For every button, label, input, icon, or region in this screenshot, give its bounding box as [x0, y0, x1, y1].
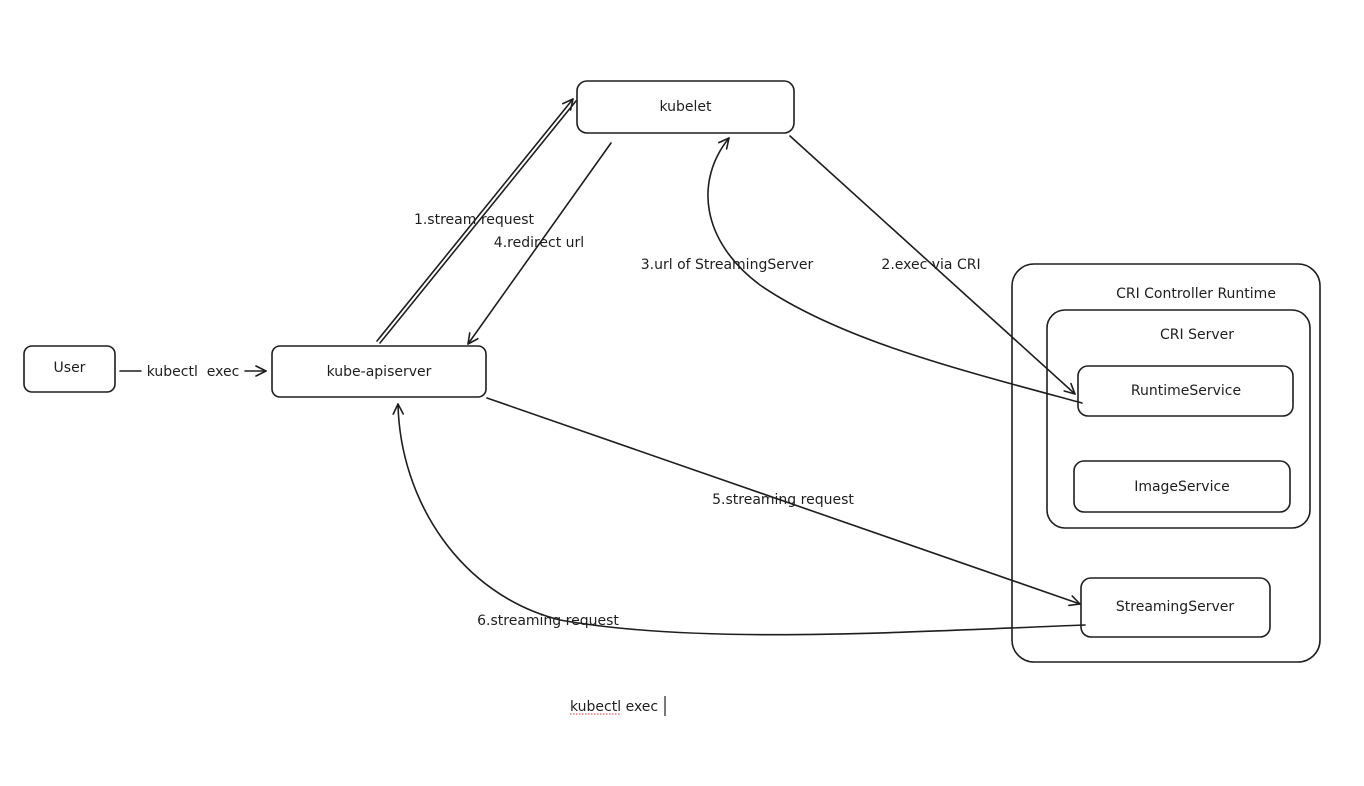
streaming-server-node[interactable] — [1080, 577, 1271, 638]
url-of-streaming-server-label: 3.url of StreamingServer — [641, 257, 814, 273]
streaming-request-5-edge[interactable] — [486, 397, 1081, 607]
redirect-url-label: 4.redirect url — [494, 235, 584, 251]
streaming-request-6-label: 6.streaming request — [477, 613, 619, 629]
streaming-request-6-edge[interactable] — [392, 403, 1086, 636]
kube-apiserver-label: kube-apiserver — [327, 364, 432, 380]
kubelet-label: kubelet — [659, 99, 712, 115]
image-service-node[interactable] — [1073, 460, 1291, 513]
kubectl-exec-label: kubectl exec — [147, 364, 240, 380]
cri-server-container[interactable] — [1046, 309, 1311, 529]
kube-apiserver-node[interactable] — [271, 345, 487, 398]
image-service-label: ImageService — [1134, 479, 1230, 495]
url-of-streaming-server-edge[interactable] — [707, 137, 1083, 404]
exec-via-cri-edge[interactable] — [789, 135, 1076, 395]
cri-controller-runtime-container[interactable] — [1011, 263, 1321, 663]
user-node[interactable] — [23, 345, 116, 393]
editing-text-input[interactable]: kubectl exec — [570, 699, 658, 715]
cri-controller-runtime-label: CRI Controller Runtime — [1116, 286, 1276, 302]
runtime-service-node[interactable] — [1077, 365, 1294, 417]
streaming-request-5-label: 5.streaming request — [712, 492, 854, 508]
stream-request-edge[interactable] — [376, 98, 574, 342]
redirect-url-edge[interactable] — [467, 142, 612, 345]
streaming-server-label: StreamingServer — [1116, 599, 1234, 615]
kubelet-node[interactable] — [576, 80, 795, 134]
runtime-service-label: RuntimeService — [1131, 383, 1241, 399]
exec-via-cri-label: 2.exec via CRI — [881, 257, 980, 273]
cri-server-label: CRI Server — [1160, 327, 1234, 343]
user-label: User — [54, 360, 86, 376]
stream-request-edge-double — [379, 100, 577, 344]
stream-request-label: 1.stream request — [414, 212, 535, 228]
